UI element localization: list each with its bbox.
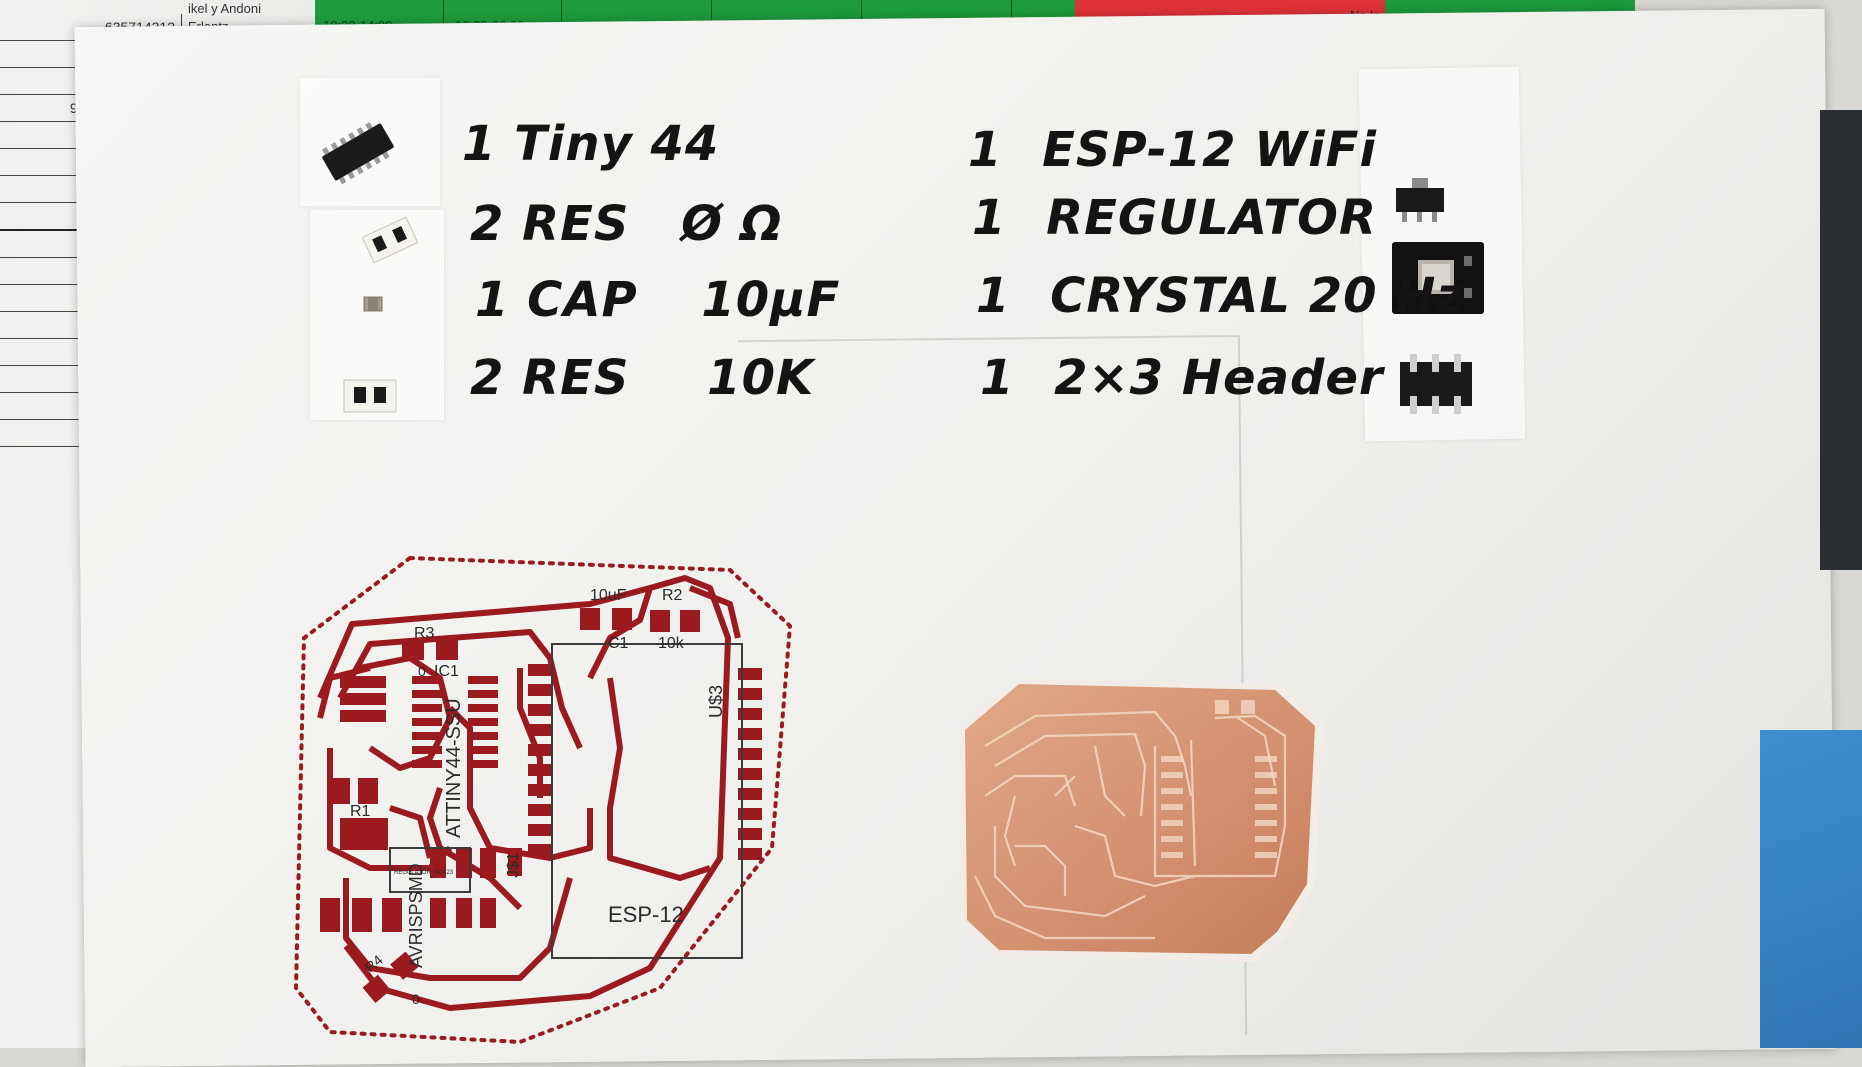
attiny44-chip-icon (322, 122, 394, 185)
bom-line-header: 1 2×3 Header (980, 350, 1384, 406)
r2-value-label: 10k (658, 635, 685, 652)
bom-item: REGULATOR (1046, 190, 1377, 246)
bom-line-esp12: 1 ESP-12 WiFi (968, 122, 1377, 178)
resistor-zero-icon (361, 216, 419, 264)
cap-value-label: 10uF (590, 587, 627, 604)
reg-part-label: REGULATOR_SOT23 (394, 870, 454, 876)
pcb-pads (320, 608, 762, 1003)
bom-line-res-zero: 2 RES Ø Ω (470, 196, 783, 252)
esp12-outline (551, 643, 743, 959)
bom-line-res-10k: 2 RES 10K (470, 350, 814, 406)
bom-item: RES (522, 196, 630, 252)
pcb-layout-print: 10uF C1 R2 10k R3 IC1 0 ATTINY44-SSU R1 … (293, 555, 793, 1045)
zero-label: 0 (412, 991, 420, 1007)
pcb-pad-cuts (1161, 700, 1277, 858)
ic-part-label: ATTINY44-SSU (443, 698, 465, 838)
regulator-icon (1396, 178, 1444, 222)
right-components-svg (1392, 178, 1484, 414)
header-part-label: AVRISPSMD (406, 863, 426, 968)
milled-pcb (955, 676, 1325, 966)
cap-ref-label: C1 (608, 635, 629, 652)
j-ref-label: J$1 (505, 852, 522, 878)
esp12-module-label: ESP-12 (608, 902, 684, 927)
zero-label: 0 (418, 663, 426, 679)
crystal-icon (1392, 242, 1484, 314)
bom-qty: 1 (968, 122, 1003, 178)
bom-qty: 2 (470, 196, 505, 252)
ic-ref-label: IC1 (434, 663, 459, 680)
bom-qty: 1 (976, 268, 1011, 324)
spreadsheet-header-text: ikel y Andoni (188, 1, 261, 16)
bom-value: Ø Ω (681, 196, 783, 252)
bom-line-regulator: 1 REGULATOR (972, 190, 1377, 246)
bom-item: ESP-12 WiFi (1042, 122, 1377, 178)
bom-item: CAP (527, 272, 638, 328)
bom-item: CRYSTAL 20 Hz (1050, 268, 1466, 324)
left-components-svg (322, 122, 419, 413)
r3-ref-label: R3 (414, 625, 435, 642)
bom-item: Tiny 44 (514, 116, 720, 172)
green-cell (315, 0, 444, 44)
bom-item: RES (522, 350, 630, 406)
header-2x3-icon (1400, 354, 1472, 414)
bom-qty: 1 (475, 272, 510, 328)
pcb-isolation-cuts (974, 710, 1287, 940)
r1-ref-label: R1 (350, 803, 371, 820)
bom-item: 2×3 Header (1054, 350, 1384, 406)
pcb-copper (965, 684, 1315, 954)
board-outline (293, 555, 793, 1045)
regulator-outline (389, 847, 471, 893)
milled-pcb-svg (959, 678, 1323, 962)
bom-qty: 1 (972, 190, 1007, 246)
bom-value: 10K (707, 350, 815, 406)
dark-object-edge (1820, 110, 1862, 570)
bom-value: 10µF (701, 272, 841, 328)
r2-ref-label: R2 (662, 587, 683, 604)
u-ref-label: U$3 (706, 685, 726, 718)
bom-line-crystal: 1 CRYSTAL 20 Hz (976, 268, 1465, 324)
capacitor-icon (363, 296, 383, 312)
bom-line-tiny44: 1 Tiny 44 (462, 116, 719, 172)
bom-qty: 2 (470, 350, 505, 406)
resistor-10k-icon (343, 379, 397, 413)
bom-qty: 1 (462, 116, 497, 172)
bom-line-cap: 1 CAP 10µF (475, 272, 840, 328)
blue-object-edge (1760, 730, 1862, 1048)
paper-fold-line (737, 335, 1240, 343)
bom-qty: 1 (980, 350, 1015, 406)
